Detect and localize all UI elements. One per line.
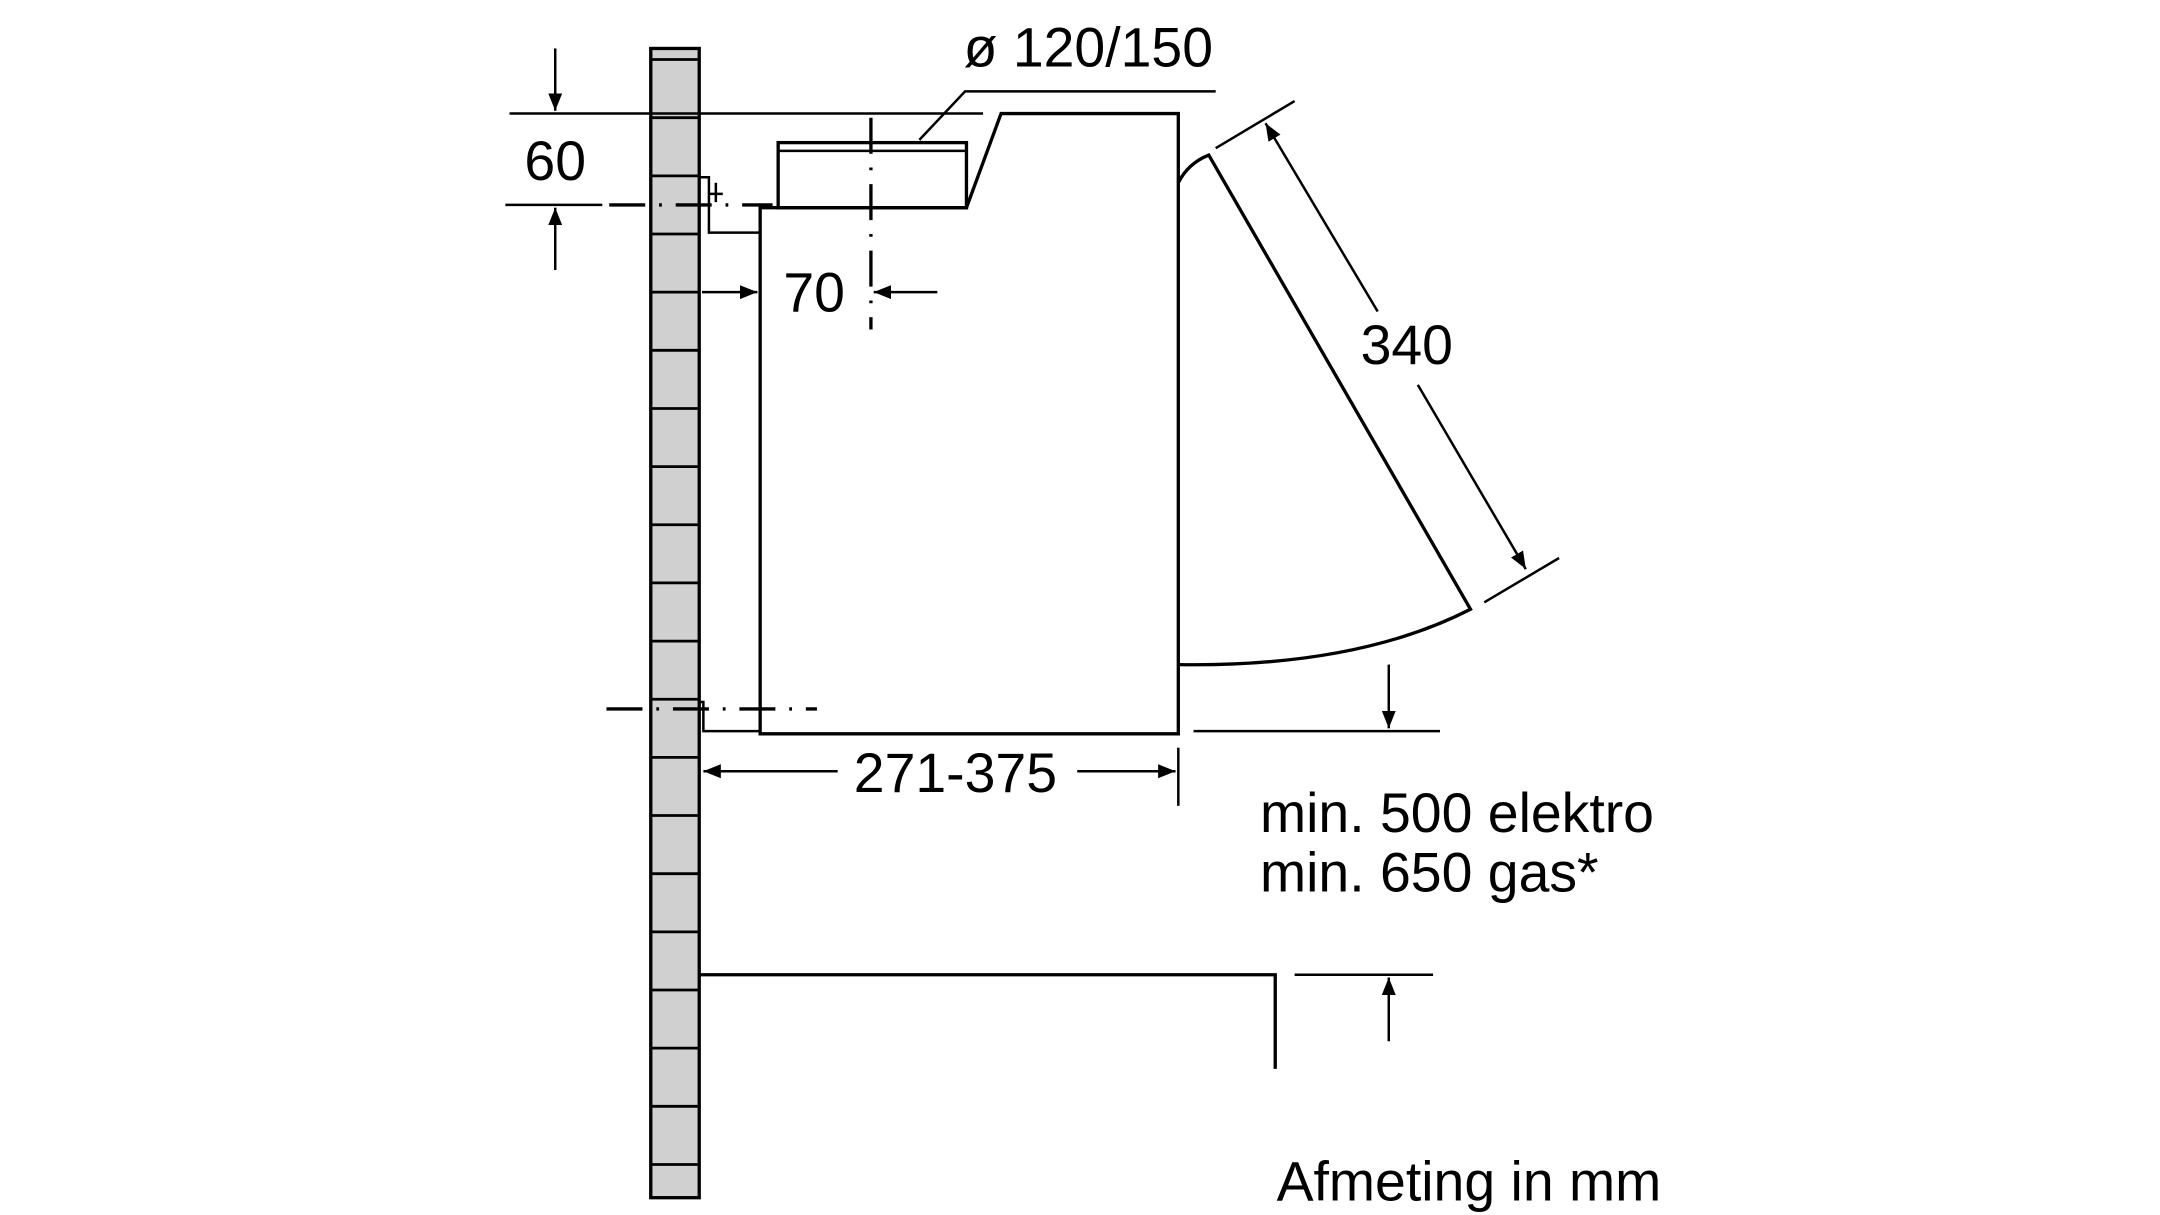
dimension-60-label: 60	[524, 130, 586, 192]
dimension-depth-label: 271-375	[854, 742, 1057, 804]
unit-note: Afmeting in mm	[1277, 1150, 1662, 1212]
clearance-gas-label: min. 650 gas*	[1260, 842, 1599, 904]
clearance-electric-label: min. 500 elektro	[1260, 782, 1654, 844]
wall	[649, 46, 701, 1200]
dimension-340-label: 340	[1361, 314, 1453, 376]
dimension-clearance: min. 500 elektro min. 650 gas*	[1193, 664, 1654, 1042]
dimension-340: 340	[1215, 100, 1560, 604]
dimension-70: 70	[702, 262, 938, 324]
dimension-depth: 271-375	[703, 742, 1180, 806]
dimension-60: 60	[505, 48, 984, 270]
countertop	[699, 973, 1277, 1069]
rear-step	[699, 700, 761, 733]
dimension-70-label: 70	[783, 262, 845, 324]
duct-diameter-label: ø 120/150	[964, 16, 1213, 78]
visor	[1176, 152, 1473, 667]
dimension-duct-diameter: ø 120/150	[918, 16, 1216, 141]
